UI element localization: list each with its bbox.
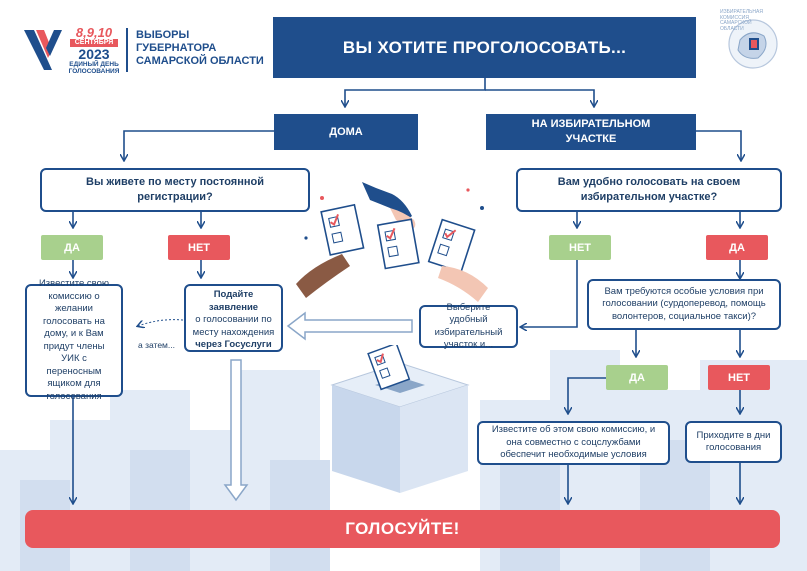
application-info: Подайте заявление о голосовании по месту…: [184, 284, 283, 352]
then-label: а затем...: [138, 340, 175, 350]
ballot-box-illustration: [330, 345, 470, 493]
right-no-badge: НЕТ: [549, 235, 611, 260]
special-conditions-question: Вам требуются особые условия при голосов…: [587, 279, 781, 330]
election-dates: 8,9,10 сентября 2023 Единый день голосов…: [66, 25, 122, 75]
left-no-badge: НЕТ: [168, 235, 230, 260]
day-line-2: голосования: [68, 68, 120, 75]
application-title: Подайте заявление: [208, 289, 259, 313]
application-subtitle: о голосовании по месту нахождения: [192, 314, 275, 338]
election-title: Выборы губернатора Самарской области: [136, 29, 276, 68]
option-polling-station: НА ИЗБИРАТЕЛЬНОМ УЧАСТКЕ: [486, 114, 696, 150]
election-logo: 8,9,10 сентября 2023 Единый день голосов…: [22, 26, 272, 76]
title-line-3: Самарской области: [136, 55, 264, 67]
day-line-1: Единый день: [69, 61, 119, 68]
special-yes-badge: ДА: [606, 365, 668, 390]
option-home: ДОМА: [274, 114, 418, 150]
logo-divider: [126, 28, 128, 72]
application-gosuslugi: через Госуслуги: [195, 339, 272, 350]
special-no-badge: НЕТ: [708, 365, 770, 390]
question-convenient: Вам удобно голосовать на своем избирател…: [516, 168, 782, 212]
checkmark-flag-icon: [24, 30, 62, 70]
year-text: 2023: [78, 46, 110, 62]
special-no-info: Приходите в дни голосования: [685, 421, 782, 463]
emblem-icon: [728, 19, 778, 69]
question-registration: Вы живете по месту постоянной регистраци…: [40, 168, 310, 212]
title-line-1: Выборы: [136, 29, 190, 41]
dates-text: 8,9,10: [75, 25, 113, 40]
commission-emblem: Избирательная комиссия Самарской области: [720, 9, 782, 72]
title-line-2: губернатора: [136, 42, 217, 54]
emblem-text: Избирательная комиссия Самарской области: [720, 9, 763, 32]
choose-station-info: Выберите удобный избирательный участок и…: [419, 302, 518, 350]
month-text: сентября: [70, 39, 118, 47]
right-yes-badge: ДА: [706, 235, 768, 260]
vote-banner: ГОЛОСУЙТЕ!: [25, 510, 780, 548]
left-yes-badge: ДА: [41, 235, 103, 260]
header-title: ВЫ ХОТИТЕ ПРОГОЛОСОВАТЬ...: [273, 17, 696, 78]
hands-ballots-illustration: [296, 182, 488, 302]
home-voting-info: Известите свою комиссию о желании голосо…: [25, 278, 123, 402]
special-yes-info: Известите об этом свою комиссию, и она с…: [477, 421, 670, 465]
